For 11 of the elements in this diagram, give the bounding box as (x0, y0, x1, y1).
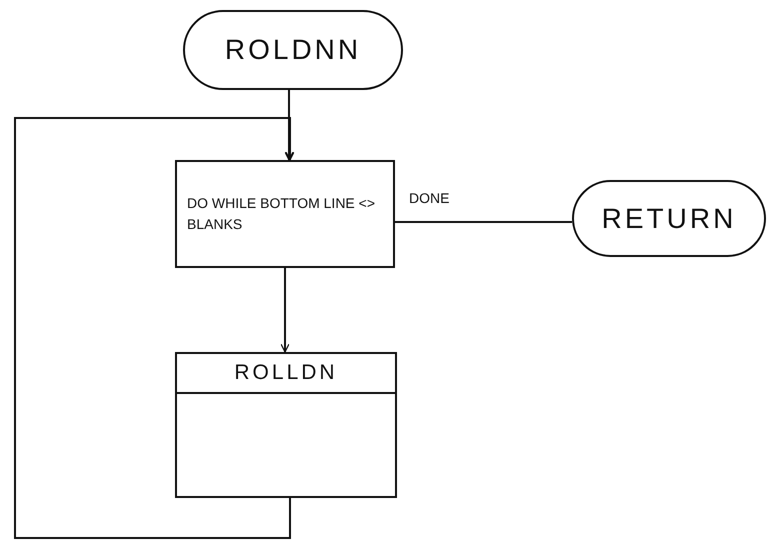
connector-line (395, 221, 572, 223)
loop-condition-box (175, 160, 395, 268)
edge-label: DONE (407, 190, 452, 206)
condition-text: DO WHILE BOTTOM LINE <> BLANKS (186, 194, 376, 234)
arrow (14, 117, 295, 539)
arrow (280, 268, 290, 353)
node-title: RETURN (602, 204, 736, 232)
node-title: ROLLDN (234, 362, 338, 383)
arrow (284, 90, 294, 161)
subroutine-box (175, 352, 397, 498)
node-title: ROLDNN (224, 36, 362, 64)
